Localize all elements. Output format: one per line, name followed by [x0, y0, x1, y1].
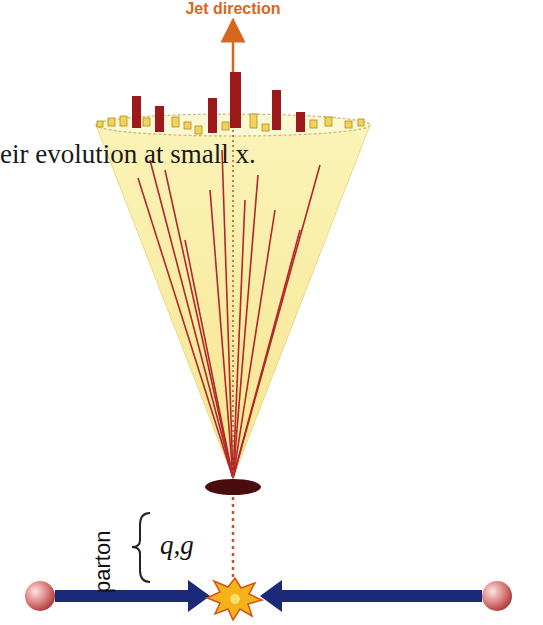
parton-label: parton [90, 531, 116, 593]
axis-label: Jet direction [185, 0, 280, 18]
parton-type: q,g [160, 530, 194, 561]
slide-text: eir evolution at small x. [0, 139, 256, 170]
